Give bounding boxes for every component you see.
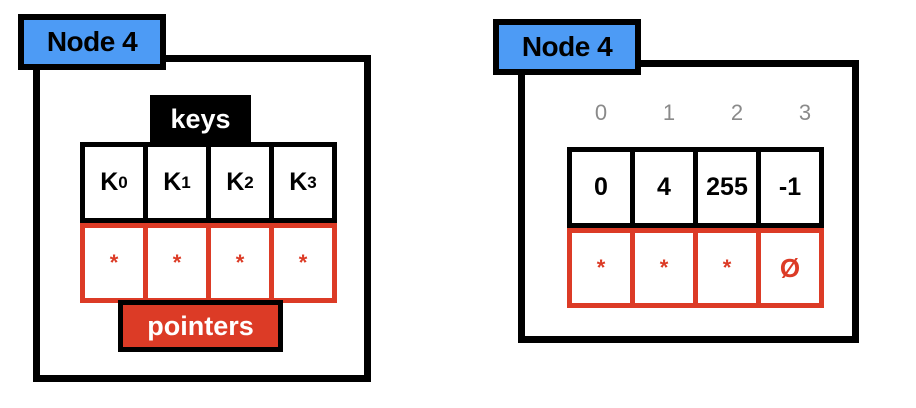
left-pointer-cell-1[interactable]: * [143, 223, 211, 303]
right-key-value-0: 0 [594, 173, 608, 201]
right-index-label-1: 1 [662, 100, 676, 125]
right-key-cell-0[interactable]: 0 [567, 147, 635, 228]
left-pointers-caption-label: pointers [147, 310, 254, 341]
left-pointer-cell-0[interactable]: * [80, 223, 148, 303]
left-pointer-glyph-0: * [109, 250, 119, 275]
right-index-row: 0 1 2 3 [567, 98, 839, 128]
left-pointer-cell-2[interactable]: * [206, 223, 274, 303]
right-pointer-glyph-0: * [596, 255, 606, 280]
right-key-value-3: -1 [778, 173, 802, 201]
left-pointers-row: * * * * [80, 223, 337, 303]
left-keys-caption-label: keys [170, 104, 231, 134]
left-pointer-cell-3[interactable]: * [269, 223, 337, 303]
left-key-sub-2: 2 [244, 172, 254, 192]
left-key-base-1: K [163, 168, 182, 196]
right-key-cell-3[interactable]: -1 [756, 147, 824, 228]
left-key-base-2: K [226, 168, 245, 196]
right-pointers-row: * * * Ø [567, 228, 824, 308]
right-index-label-3: 3 [798, 100, 812, 125]
right-key-cell-2[interactable]: 255 [693, 147, 761, 228]
right-index-label-0: 0 [594, 100, 608, 125]
left-key-sub-1: 1 [181, 172, 191, 192]
right-node-tag: Node 4 [493, 19, 641, 75]
left-keys-caption: keys [150, 95, 251, 144]
right-index-label-2: 2 [730, 100, 744, 125]
right-key-value-1: 4 [657, 173, 671, 201]
left-key-base-0: K [100, 168, 119, 196]
right-key-cell-1[interactable]: 4 [630, 147, 698, 228]
null-pointer-icon: Ø [779, 253, 801, 283]
left-key-sub-3: 3 [307, 172, 317, 192]
right-pointer-glyph-1: * [659, 255, 669, 280]
left-pointer-glyph-3: * [298, 250, 308, 275]
left-pointer-glyph-2: * [235, 250, 245, 275]
right-pointer-glyph-2: * [722, 255, 732, 280]
left-node-tag: Node 4 [18, 14, 166, 70]
right-pointer-cell-1[interactable]: * [630, 228, 698, 308]
left-key-base-3: K [289, 168, 308, 196]
left-node-label: Node 4 [46, 26, 138, 57]
right-keys-row: 0 4 255 -1 [567, 147, 824, 228]
left-key-sub-0: 0 [118, 172, 128, 192]
left-pointers-caption: pointers [118, 300, 283, 352]
left-pointer-glyph-1: * [172, 250, 182, 275]
right-pointer-cell-2[interactable]: * [693, 228, 761, 308]
right-key-value-2: 255 [706, 173, 748, 201]
right-node-label: Node 4 [521, 31, 613, 62]
right-pointer-cell-null[interactable]: Ø [756, 228, 824, 308]
right-pointer-cell-0[interactable]: * [567, 228, 635, 308]
